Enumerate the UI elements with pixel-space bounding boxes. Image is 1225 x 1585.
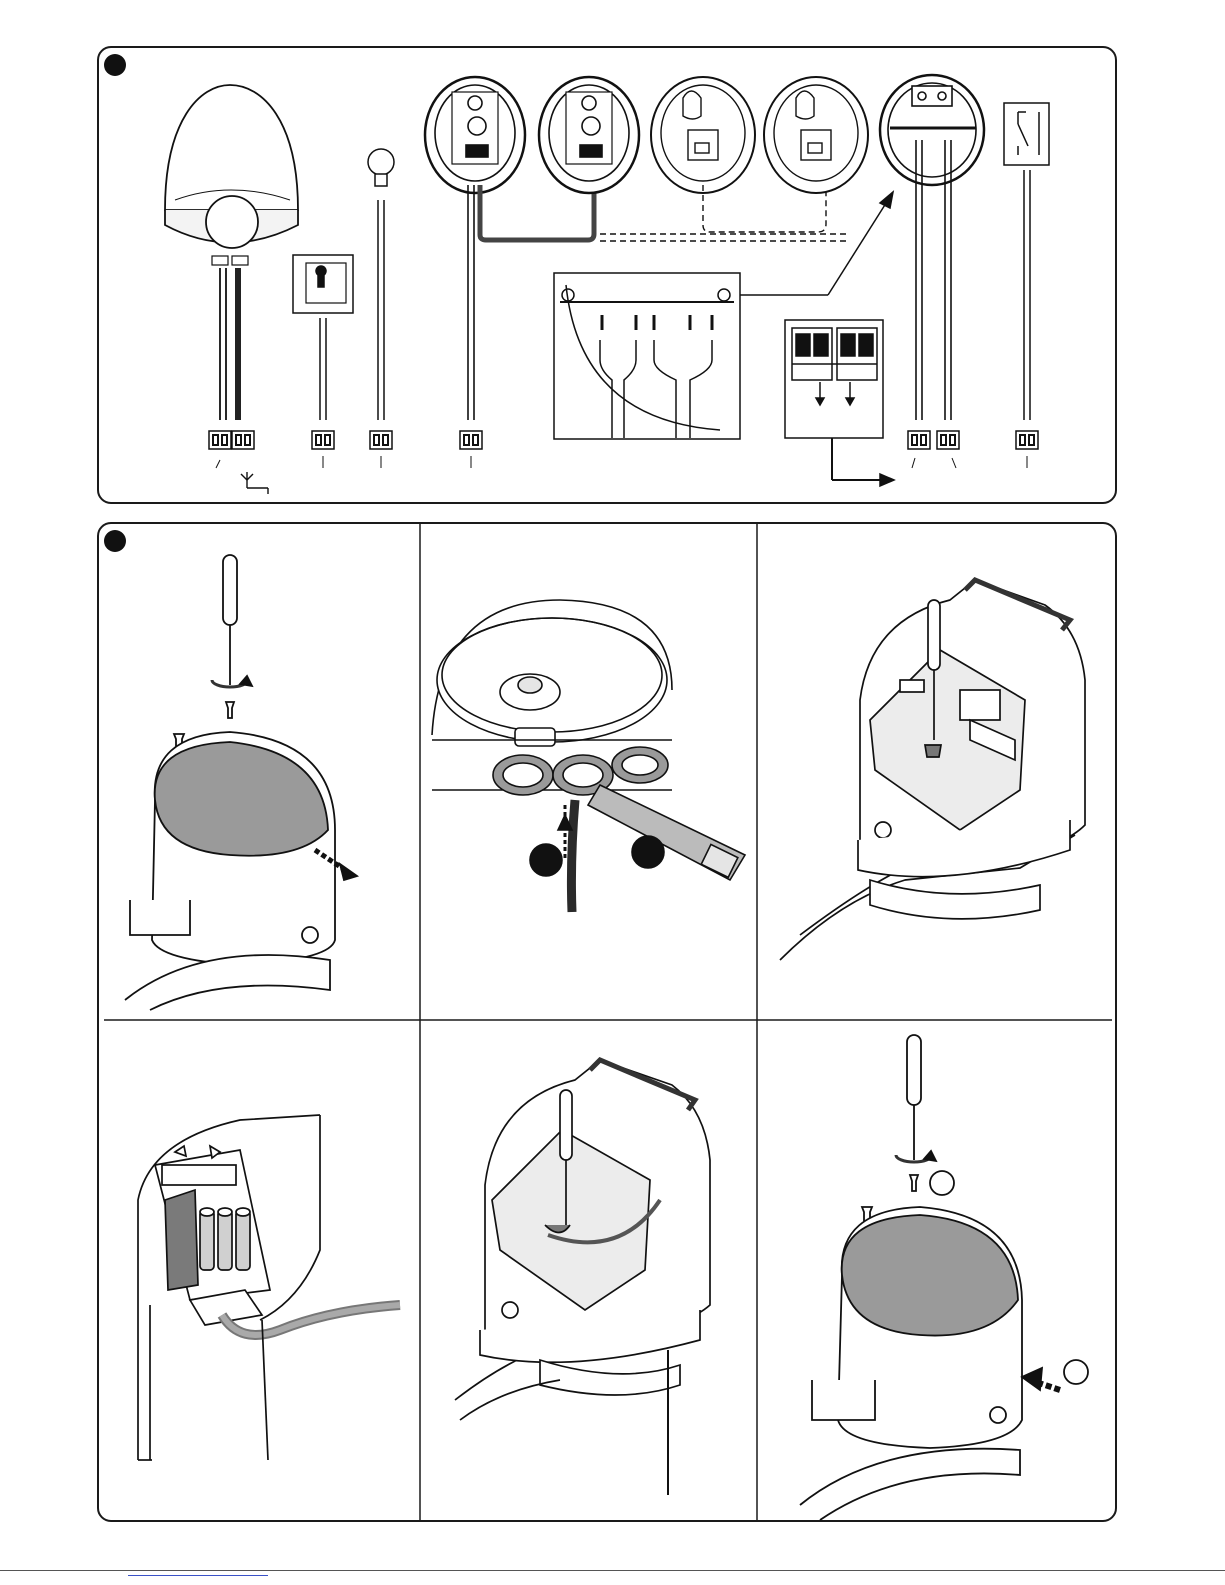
step-2-cable-gland	[432, 600, 745, 912]
step-6-refit-cover	[800, 1035, 1088, 1520]
footer-link-underline[interactable]	[128, 1575, 268, 1576]
step-5-cable-routed	[455, 1060, 710, 1495]
footer-rule	[0, 1570, 1225, 1571]
screwdriver-icon	[223, 555, 237, 685]
step-4-terminal-wiring	[138, 1115, 400, 1460]
screwdriver-icon	[907, 1035, 921, 1160]
step-3-control-board	[780, 580, 1085, 960]
step-1-remove-cover	[125, 555, 357, 1010]
